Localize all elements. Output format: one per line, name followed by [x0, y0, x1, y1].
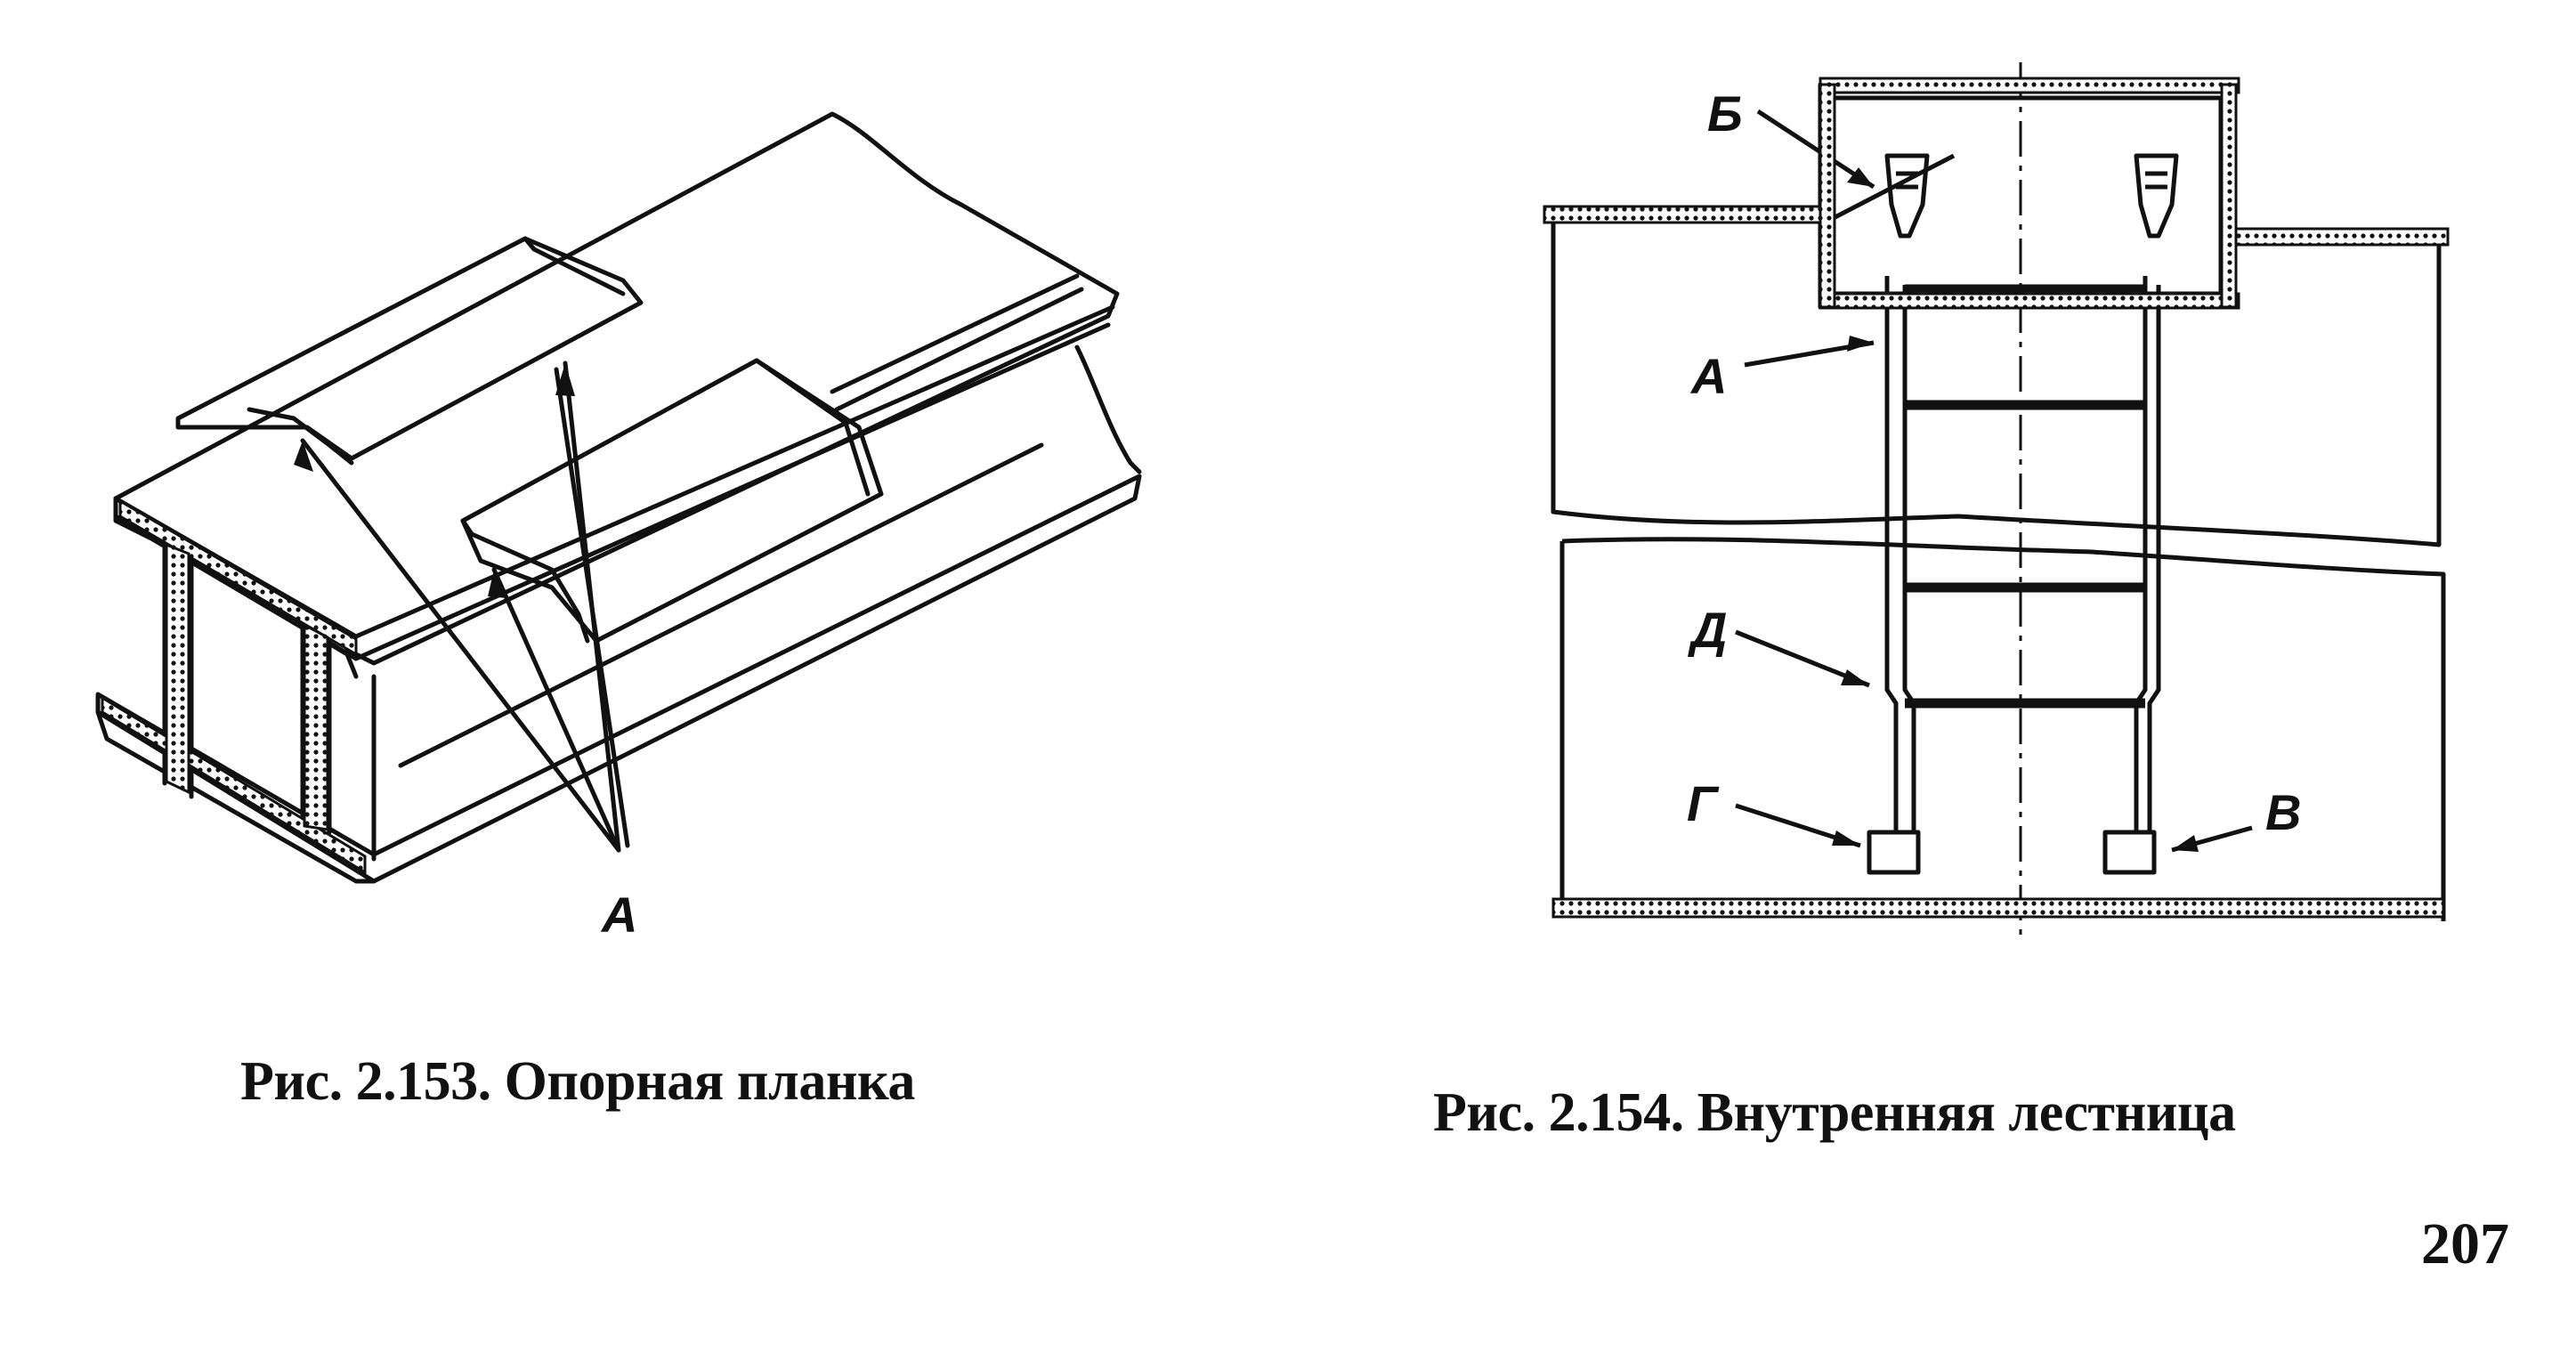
- figure-154-drawing: [1543, 62, 2450, 944]
- upper-section: [1551, 214, 2442, 547]
- figure-153-label-a: А: [602, 887, 638, 943]
- ladder-rungs: [1905, 284, 2145, 709]
- foot-v: [2102, 830, 2157, 875]
- ladder-rail-right: [2134, 276, 2161, 832]
- deck-hatching: [1543, 77, 2450, 919]
- flange-section-hatching: [101, 498, 367, 875]
- figure-154-caption: Рис. 2.154. Внутренняя лестница: [1433, 1082, 2236, 1143]
- figure-154-label-g: Г: [1687, 775, 1718, 831]
- figure-153-drawing: [95, 111, 1142, 884]
- lower-section: [1561, 537, 2446, 921]
- figure-154-label-d: Д: [1691, 602, 1728, 658]
- beam-top-flange: [113, 111, 1120, 666]
- figure-154-label-v: В: [2265, 784, 2302, 840]
- page-number: 207: [2421, 1211, 2509, 1276]
- clip-right-top: [2134, 153, 2179, 239]
- leader-line-a1: [300, 438, 621, 853]
- support-plate-1: [175, 236, 644, 461]
- clip-b-left: [1884, 153, 1930, 239]
- figure-154-label-b: Б: [1707, 85, 1743, 142]
- leader-line-a2: [491, 567, 621, 853]
- foot-g: [1867, 830, 1921, 875]
- figure-153-caption: Рис. 2.153. Опорная планка: [240, 1051, 915, 1112]
- figure-154-label-a: А: [1691, 348, 1728, 404]
- ladder-rail-left: [1884, 276, 1916, 832]
